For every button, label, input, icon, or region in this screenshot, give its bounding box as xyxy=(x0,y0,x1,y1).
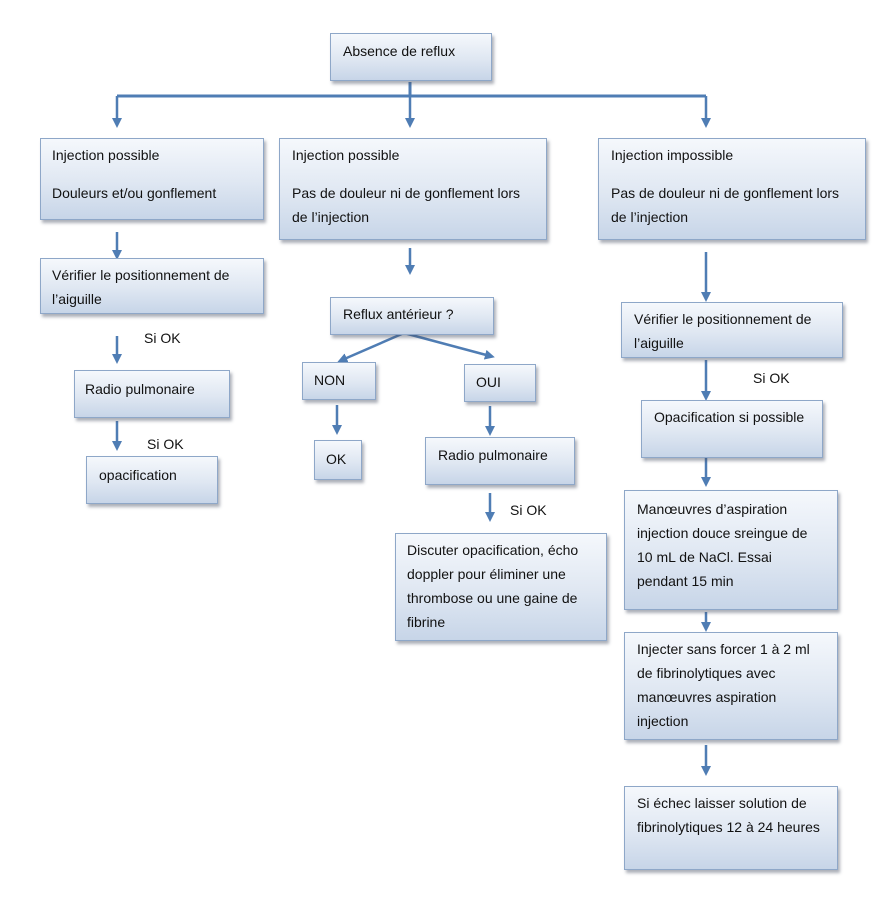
right-opacification-text: Opacification si possible xyxy=(654,409,805,425)
discuter-node: Discuter opacification, écho doppler pou… xyxy=(395,533,607,641)
oui-text: OUI xyxy=(476,374,501,390)
left-verify-node: Vérifier le positionnement de l’aiguille xyxy=(40,258,264,314)
left-header-detail: Douleurs et/ou gonflement xyxy=(52,185,217,201)
middle-condition: Si OK xyxy=(510,502,547,518)
right-header-node: Injection impossible Pas de douleur ni d… xyxy=(598,138,866,240)
fibrinolytic-injection-text: Injecter sans forcer 1 à 2 ml de fibrino… xyxy=(637,641,810,729)
right-verify-node: Vérifier le positionnement de l’aiguille xyxy=(621,302,843,358)
non-node: NON xyxy=(302,362,376,400)
root-text: Absence de reflux xyxy=(343,43,456,59)
middle-radio-text: Radio pulmonaire xyxy=(438,447,548,463)
middle-header-detail: Pas de douleur ni de gonflement lors de … xyxy=(292,185,521,225)
non-text: NON xyxy=(314,372,346,388)
left-radio-text: Radio pulmonaire xyxy=(85,381,195,397)
right-verify-text: Vérifier le positionnement de l’aiguille xyxy=(634,311,812,351)
left-header-node: Injection possible Douleurs et/ou gonfle… xyxy=(40,138,264,220)
failure-text: Si échec laisser solution de fibrinolyti… xyxy=(637,795,820,835)
arrow-to-non xyxy=(337,331,405,363)
left-verify-text: Vérifier le positionnement de l’aiguille xyxy=(52,267,230,307)
ok-text: OK xyxy=(326,451,347,467)
middle-radio-node: Radio pulmonaire xyxy=(425,437,575,485)
root-node: Absence de reflux xyxy=(330,33,492,81)
right-opacification-node: Opacification si possible xyxy=(641,400,823,458)
left-opacification-node: opacification xyxy=(86,456,218,504)
left-opacification-text: opacification xyxy=(99,467,177,483)
left-condition-2: Si OK xyxy=(147,436,184,452)
middle-header-title: Injection possible xyxy=(292,147,400,163)
manoeuvres-node: Manœuvres d’aspiration injection douce s… xyxy=(624,490,838,610)
middle-header-node: Injection possible Pas de douleur ni de … xyxy=(279,138,547,240)
oui-node: OUI xyxy=(464,364,536,402)
question-node: Reflux antérieur ? xyxy=(330,297,494,335)
fibrinolytic-injection-node: Injecter sans forcer 1 à 2 ml de fibrino… xyxy=(624,632,838,740)
discuter-text: Discuter opacification, écho doppler pou… xyxy=(407,542,579,630)
ok-node: OK xyxy=(314,440,362,480)
question-text: Reflux antérieur ? xyxy=(343,306,454,322)
manoeuvres-text: Manœuvres d’aspiration injection douce s… xyxy=(637,501,808,589)
right-condition-1: Si OK xyxy=(753,370,790,386)
failure-node: Si échec laisser solution de fibrinolyti… xyxy=(624,786,838,870)
right-header-detail: Pas de douleur ni de gonflement lors de … xyxy=(611,185,840,225)
left-condition-1: Si OK xyxy=(144,330,181,346)
right-header-title: Injection impossible xyxy=(611,147,734,163)
arrow-to-oui xyxy=(403,331,495,360)
left-header-title: Injection possible xyxy=(52,147,160,163)
left-radio-node: Radio pulmonaire xyxy=(74,370,230,418)
